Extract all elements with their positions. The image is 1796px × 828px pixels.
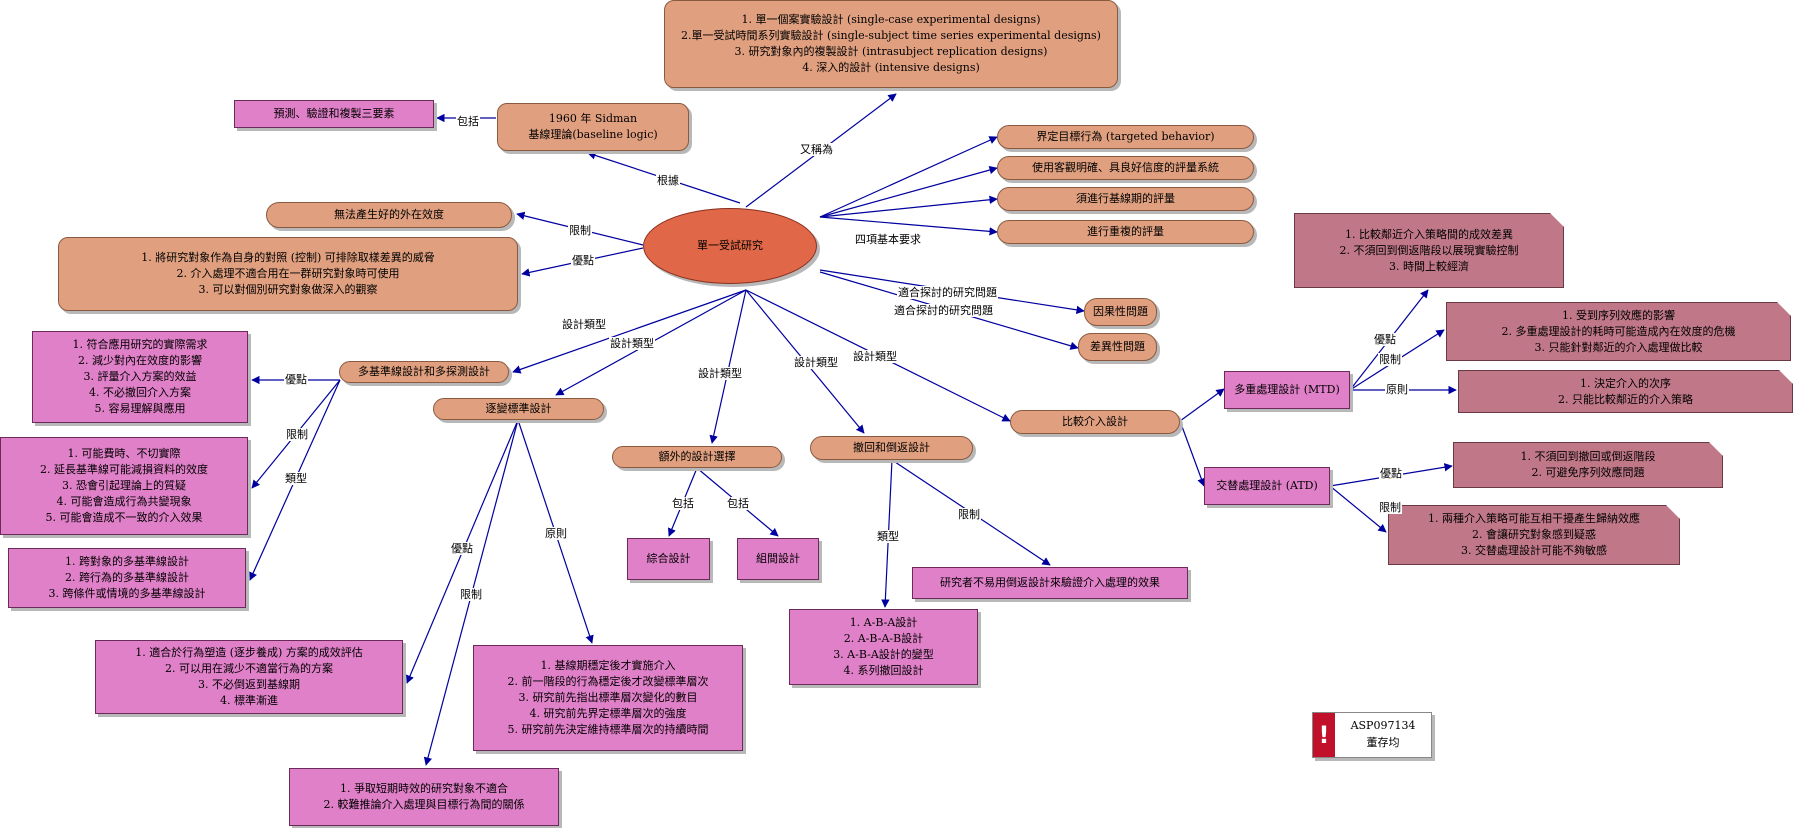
label-advantage-cc: 優點	[450, 542, 474, 555]
label-limit-external: 限制	[568, 224, 592, 237]
requirement-target-behavior[interactable]: 界定目標行為 (targeted behavior)	[997, 125, 1254, 149]
connector-line	[1179, 420, 1206, 487]
label-basis: 根據	[656, 174, 680, 187]
label-suitable-2: 適合探討的研究問題	[893, 304, 994, 317]
aba-types-node[interactable]: 1. A-B-A設計 2. A-B-A-B設計 3. A-B-A設計的變型 4.…	[789, 609, 978, 685]
alert-icon: !	[1313, 713, 1335, 757]
multiple-baseline-limits[interactable]: 1. 可能費時、不切實際 2. 延長基準線可能減損資料的效度 3. 恐會引起理論…	[0, 437, 248, 535]
connector-line	[1329, 485, 1387, 533]
label-limit-cc: 限制	[459, 588, 483, 601]
label-limit-withdrawal: 限制	[957, 508, 981, 521]
label-include-group: 包括	[726, 497, 750, 510]
label-type-mb: 類型	[284, 472, 308, 485]
withdrawal-limit-node[interactable]: 研究者不易用倒返設計來驗證介入處理的效果	[912, 567, 1188, 599]
mtd-node[interactable]: 多重處理設計 (MTD)	[1224, 371, 1350, 409]
aliases-node[interactable]: 1. 單一個案實驗設計 (single-case experimental de…	[664, 0, 1118, 88]
extra-design-node[interactable]: 額外的設計選擇	[612, 446, 782, 468]
mtd-rules[interactable]: 1. 決定介入的次序 2. 只能比較鄰近的介入策略	[1458, 370, 1793, 413]
label-rule-cc: 原則	[544, 527, 568, 540]
author-id: ASP097134 董存均	[1350, 719, 1416, 749]
atd-limits[interactable]: 1. 兩種介入策略可能互相干擾產生歸納效應 2. 會讓研究對象感到疑惑 3. 交…	[1388, 505, 1680, 565]
label-include-elements: 包括	[456, 115, 480, 128]
label-suitable-1: 適合探討的研究問題	[897, 286, 998, 299]
label-design-type-cc: 設計類型	[609, 337, 655, 350]
group-design-node[interactable]: 組間設計	[737, 538, 819, 580]
label-advantage-main: 優點	[571, 254, 595, 267]
label-design-type-compare: 設計類型	[852, 350, 898, 363]
connector-line	[1179, 388, 1225, 422]
atd-advantages[interactable]: 1. 不須回到撤回或倒返階段 2. 可避免序列效應問題	[1453, 442, 1723, 488]
requirement-measurement-system[interactable]: 使用客觀明確、具良好信度的評量系統	[997, 156, 1254, 180]
multiple-baseline-types[interactable]: 1. 跨對象的多基準線設計 2. 跨行為的多基準線設計 3. 跨條件或情境的多基…	[8, 548, 246, 608]
label-limit-mtd: 限制	[1378, 353, 1402, 366]
label-type-withdrawal: 類型	[876, 530, 900, 543]
label-alias: 又稱為	[799, 143, 834, 156]
label-include-combined: 包括	[671, 497, 695, 510]
label-advantage-mb: 優點	[284, 373, 308, 386]
combined-design-node[interactable]: 綜合設計	[627, 538, 710, 580]
label-design-type-withdrawal: 設計類型	[793, 356, 839, 369]
sidman-node[interactable]: 1960 年 Sidman 基線理論(baseline logic)	[497, 103, 689, 151]
label-limit-atd: 限制	[1378, 501, 1402, 514]
label-limit-mb: 限制	[285, 428, 309, 441]
causal-question-node[interactable]: 因果性問題	[1084, 298, 1157, 326]
connector-line	[819, 195, 998, 218]
no-external-validity-node[interactable]: 無法產生好的外在效度	[266, 202, 512, 228]
atd-node[interactable]: 交替處理設計 (ATD)	[1204, 467, 1330, 505]
label-requirements: 四項基本要求	[854, 233, 922, 246]
label-design-type-mb: 設計類型	[561, 318, 607, 331]
mtd-advantages[interactable]: 1. 比較鄰近介入策略間的成效差異 2. 不須回到倒返階段以展現實驗控制 3. …	[1294, 213, 1564, 288]
connector-line	[819, 165, 998, 218]
multiple-baseline-node[interactable]: 多基準線設計和多探測設計	[339, 361, 509, 383]
label-advantage-mtd: 優點	[1373, 333, 1397, 346]
changing-criterion-node[interactable]: 逐變標準設計	[433, 398, 604, 420]
changing-criterion-rules[interactable]: 1. 基線期穩定後才實施介入 2. 前一階段的行為穩定後才改變標準層次 3. 研…	[473, 645, 743, 751]
three-elements-node[interactable]: 預測、驗證和複製三要素	[234, 100, 434, 128]
connector-line	[709, 289, 747, 444]
label-rule-mtd: 原則	[1385, 383, 1409, 396]
withdrawal-design-node[interactable]: 撤回和倒返設計	[810, 436, 973, 460]
label-design-type-extra: 設計類型	[697, 367, 743, 380]
author-badge: ! ASP097134 董存均	[1312, 712, 1432, 758]
label-advantage-atd: 優點	[1379, 467, 1403, 480]
connector-line	[819, 136, 998, 218]
changing-criterion-advantages[interactable]: 1. 適合於行為塑造 (逐步養成) 方案的成效評估 2. 可以用在減少不適當行為…	[95, 640, 403, 714]
connector-line	[819, 216, 998, 236]
advantages-node[interactable]: 1. 將研究對象作為自身的對照 (控制) 可排除取樣差異的威脅 2. 介入處理不…	[58, 237, 518, 311]
center-node[interactable]: 單一受試研究	[643, 208, 817, 284]
multiple-baseline-advantages[interactable]: 1. 符合應用研究的實際需求 2. 減少對內在效度的影響 3. 評量介入方案的效…	[32, 331, 248, 423]
connector-line	[512, 289, 747, 374]
difference-question-node[interactable]: 差異性問題	[1078, 333, 1157, 361]
compare-design-node[interactable]: 比較介入設計	[1010, 410, 1180, 434]
changing-criterion-limits[interactable]: 1. 爭取短期時效的研究對象不適合 2. 較難推論介入處理與目標行為間的關係	[289, 768, 559, 826]
mtd-limits[interactable]: 1. 受到序列效應的影響 2. 多重處理設計的耗時可能造成內在效度的危機 3. …	[1446, 302, 1791, 361]
requirement-baseline[interactable]: 須進行基線期的評量	[997, 187, 1254, 211]
requirement-repeated[interactable]: 進行重複的評量	[997, 220, 1254, 244]
